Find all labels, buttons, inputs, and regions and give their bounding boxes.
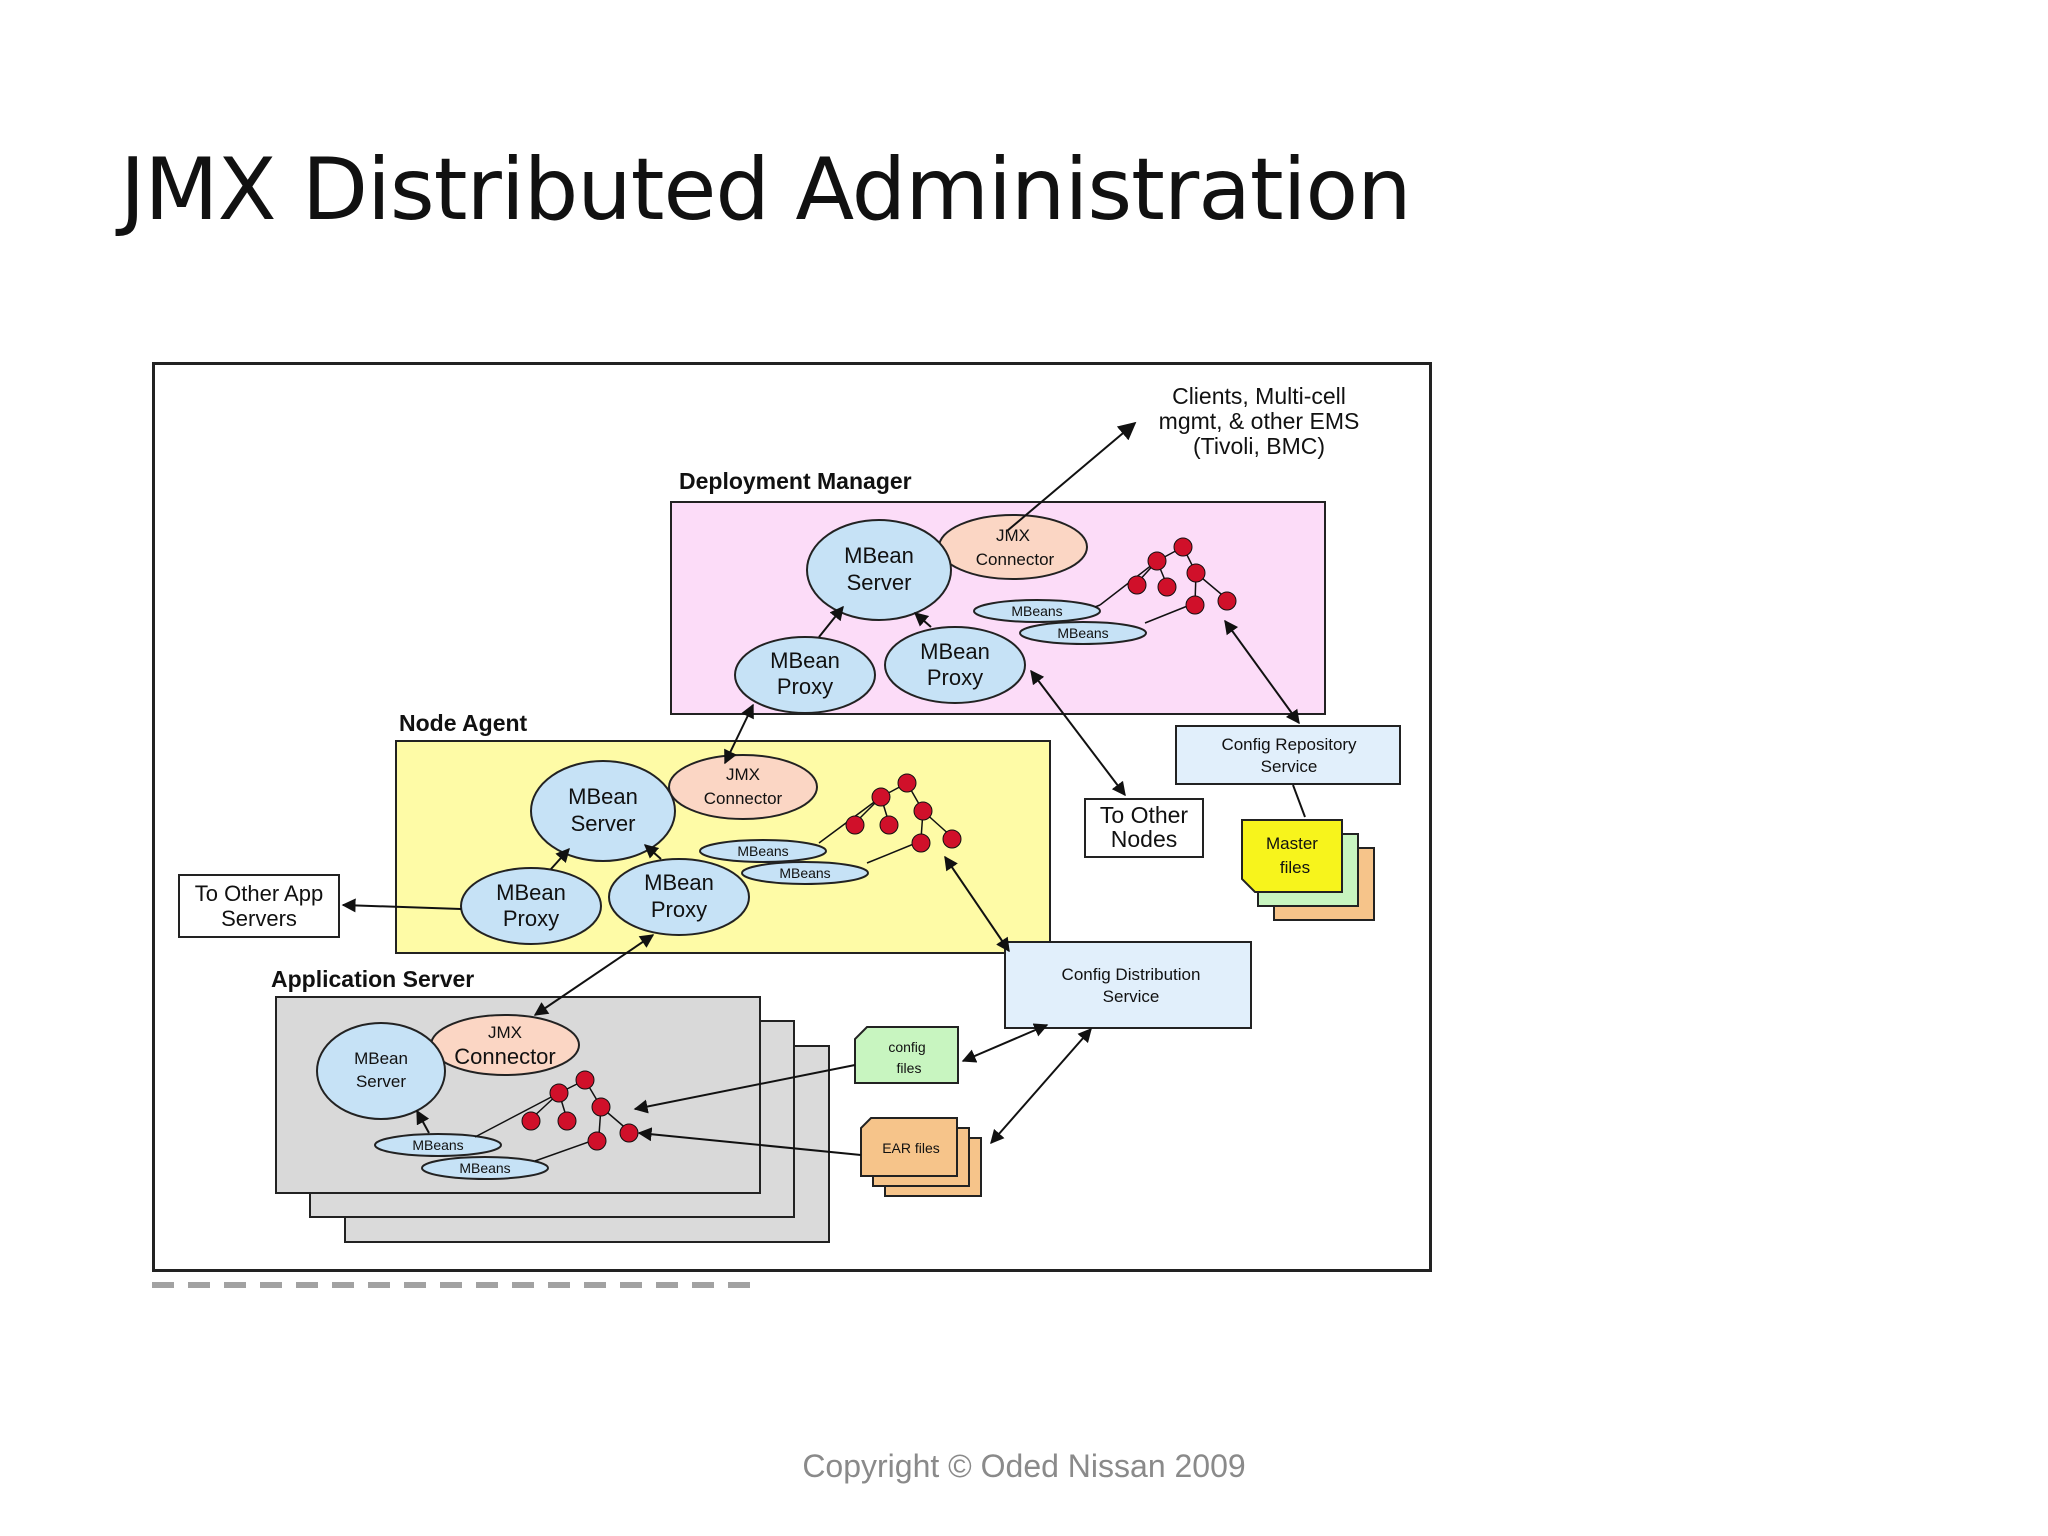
na-proxy-left-line-1: MBean	[496, 880, 566, 905]
dm-proxy-right-line-2: Proxy	[927, 665, 983, 690]
arrow-na-config-dist	[944, 855, 1010, 953]
config-files-line-1: config	[888, 1039, 925, 1055]
dm-connector-line-2: Connector	[976, 550, 1055, 569]
figure-caption-fragment	[152, 1282, 752, 1288]
as-mbeans-2: MBeans	[459, 1160, 510, 1176]
na-mbean-server	[530, 760, 676, 862]
na-server-line-1: MBean	[568, 784, 638, 809]
dm-mbeans-2: MBeans	[1057, 625, 1108, 641]
config-files-line-2: files	[897, 1060, 922, 1076]
copyright-footer: Copyright © Oded Nissan 2009	[802, 1448, 1246, 1484]
na-proxy-left-line-2: Proxy	[503, 906, 559, 931]
dm-server-line-2: Server	[847, 570, 912, 595]
master-files-front	[1241, 819, 1343, 893]
ear-files-label: EAR files	[882, 1140, 940, 1156]
dm-connector-line-1: JMX	[996, 526, 1030, 545]
na-mbeans-pill-1	[699, 839, 827, 863]
arrow-dist-config-files	[961, 1023, 1049, 1063]
deployment-manager-label: Deployment Manager	[679, 468, 912, 494]
arrow-dm-na	[724, 703, 754, 765]
arrow-na-as	[533, 934, 655, 1016]
arrow-dm-proxy-server-right	[913, 612, 932, 628]
clients-line-3: (Tivoli, BMC)	[1193, 433, 1325, 459]
dm-mbean-proxy-right	[884, 626, 1026, 704]
as-mbeans-pill-2	[421, 1156, 549, 1180]
na-connector-line-1: JMX	[726, 765, 760, 784]
dm-proxy-right-line-1: MBean	[920, 639, 990, 664]
clients-line-2: mgmt, & other EMS	[1159, 408, 1360, 434]
config-repository-line-2: Service	[1261, 757, 1318, 776]
dm-mbeans-1: MBeans	[1011, 603, 1062, 619]
config-repository-box	[1175, 725, 1401, 785]
as-mbeans-1: MBeans	[412, 1137, 463, 1153]
arrow-config-files-as	[633, 1064, 856, 1114]
as-mbeans-pill-1	[374, 1133, 502, 1157]
dm-mbean-server	[806, 519, 952, 621]
config-distribution-line-2: Service	[1103, 987, 1160, 1006]
dm-mbeans-pill-2	[1019, 621, 1147, 645]
app-server-label: Application Server	[271, 966, 474, 992]
to-other-nodes-box	[1084, 798, 1204, 858]
to-other-nodes-line-2: Nodes	[1111, 826, 1177, 852]
dm-proxy-left-line-2: Proxy	[777, 674, 833, 699]
dm-proxy-left-line-1: MBean	[770, 648, 840, 673]
na-mbeans-1: MBeans	[737, 843, 788, 859]
arrow-dm-to-clients	[1006, 421, 1137, 532]
dm-mbean-dots	[1127, 537, 1237, 615]
master-files-line-1: Master	[1266, 834, 1318, 853]
to-other-app-servers-line-1: To Other App	[195, 881, 323, 906]
arrow-na-proxy-server-right	[643, 844, 662, 860]
as-server-line-1: MBean	[354, 1049, 408, 1068]
clients-line-1: Clients, Multi-cell	[1172, 383, 1346, 409]
arrow-ear-files-as	[637, 1127, 862, 1156]
arrow-dist-ear-files	[990, 1027, 1092, 1145]
arrow-na-other-app	[341, 898, 462, 913]
as-mbean-dots	[521, 1070, 639, 1151]
dm-mbean-proxy-left	[734, 636, 876, 714]
na-proxy-right-line-1: MBean	[644, 870, 714, 895]
node-agent-label: Node Agent	[399, 710, 528, 736]
arrow-as-mbeans-server	[416, 1109, 430, 1134]
na-mbean-dots	[845, 773, 962, 853]
dm-jmx-connector	[938, 514, 1088, 580]
diagram-canvas: Application Server Node Agent Deployment…	[178, 383, 1401, 1243]
arrow-dm-proxy-server-left	[818, 605, 844, 638]
config-distribution-box	[1004, 941, 1252, 1029]
na-proxy-right-line-2: Proxy	[651, 897, 707, 922]
to-other-app-servers-box	[178, 874, 340, 938]
as-connector-line-1: JMX	[488, 1023, 522, 1042]
as-connector-line-2: Connector	[454, 1044, 556, 1069]
config-repository-line-1: Config Repository	[1221, 735, 1357, 754]
architecture-diagram: Application Server Node Agent Deployment…	[152, 362, 1432, 1272]
na-mbeans-pill-2	[741, 861, 869, 885]
na-mbean-proxy-left	[460, 867, 602, 945]
as-mbean-server	[316, 1022, 446, 1120]
arrow-dm-other-nodes	[1030, 669, 1126, 797]
dm-server-line-1: MBean	[844, 543, 914, 568]
to-other-app-servers-line-2: Servers	[221, 906, 297, 931]
na-mbeans-2: MBeans	[779, 865, 830, 881]
ear-files-front	[860, 1117, 958, 1177]
na-connector-line-2: Connector	[704, 789, 783, 808]
master-files-line-2: files	[1280, 858, 1310, 877]
config-distribution-line-1: Config Distribution	[1062, 965, 1201, 984]
slide-title: JMX Distributed Administration	[120, 140, 1412, 240]
arrow-dm-config-repo	[1224, 619, 1300, 725]
as-server-line-2: Server	[356, 1072, 406, 1091]
arrow-na-proxy-server-left	[550, 847, 570, 870]
connector-lines	[341, 421, 1306, 1156]
na-server-line-2: Server	[571, 811, 636, 836]
to-other-nodes-line-1: To Other	[1100, 802, 1189, 828]
config-files-doc	[854, 1026, 959, 1084]
na-mbean-proxy-right	[608, 858, 750, 936]
link-repo-master	[1292, 784, 1306, 818]
dm-mbeans-pill-1	[973, 599, 1101, 623]
